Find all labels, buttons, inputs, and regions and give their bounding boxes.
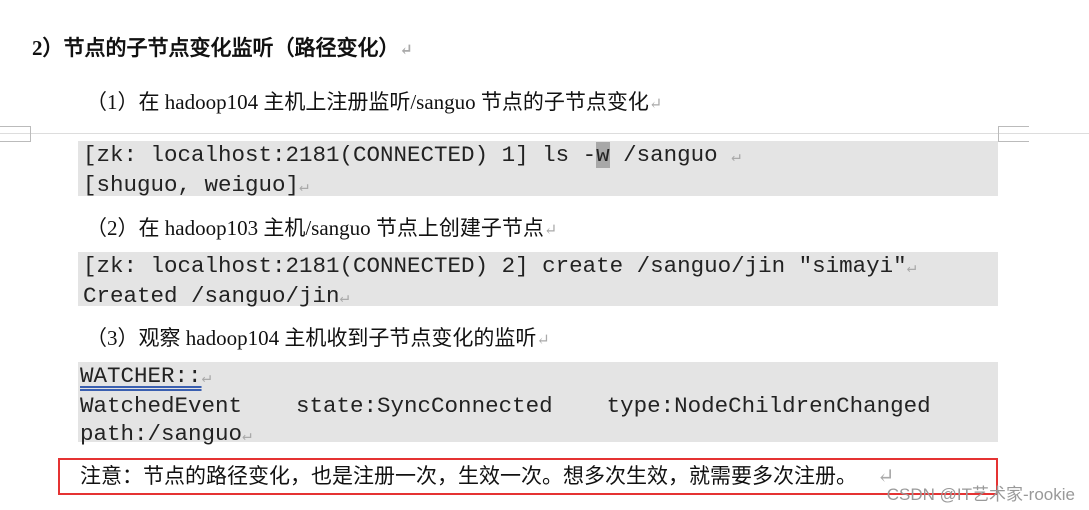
watermark: CSDN @IT艺术家-rookie bbox=[886, 485, 1075, 504]
step-1: （1）在 hadoop104 主机上注册监听/sanguo 节点的子节点变化↵ bbox=[86, 90, 663, 114]
code-line: WatchedEvent state:SyncConnected type:No… bbox=[80, 393, 931, 419]
code-block-2: [zk: localhost:2181(CONNECTED) 2] create… bbox=[78, 252, 998, 309]
code-block-1: [zk: localhost:2181(CONNECTED) 1] ls -w … bbox=[78, 141, 998, 198]
code-line: Created /sanguo/jin↵ bbox=[83, 283, 350, 309]
page-corner-left bbox=[0, 126, 31, 142]
code-line: [zk: localhost:2181(CONNECTED) 2] create… bbox=[83, 253, 917, 279]
code-line: [zk: localhost:2181(CONNECTED) 1] ls -w … bbox=[83, 142, 741, 168]
note-box: 注意：节点的路径变化，也是注册一次，生效一次。想多次生效，就需要多次注册。↵ bbox=[58, 458, 998, 495]
step-2: （2）在 hadoop103 主机/sanguo 节点上创建子节点↵ bbox=[86, 216, 558, 240]
code-line: [shuguo, weiguo]↵ bbox=[83, 172, 309, 198]
code-line: path:/sanguo↵ bbox=[80, 421, 252, 447]
page-divider bbox=[0, 133, 1089, 134]
code-line: WATCHER::↵ bbox=[80, 363, 212, 389]
code-block-3: WATCHER::↵ WatchedEvent state:SyncConnec… bbox=[78, 362, 998, 447]
section-heading: 2）节点的子节点变化监听（路径变化）↵ bbox=[32, 36, 413, 60]
page-corner-right bbox=[998, 126, 1029, 142]
step-3: （3）观察 hadoop104 主机收到子节点变化的监听↵ bbox=[86, 326, 550, 350]
